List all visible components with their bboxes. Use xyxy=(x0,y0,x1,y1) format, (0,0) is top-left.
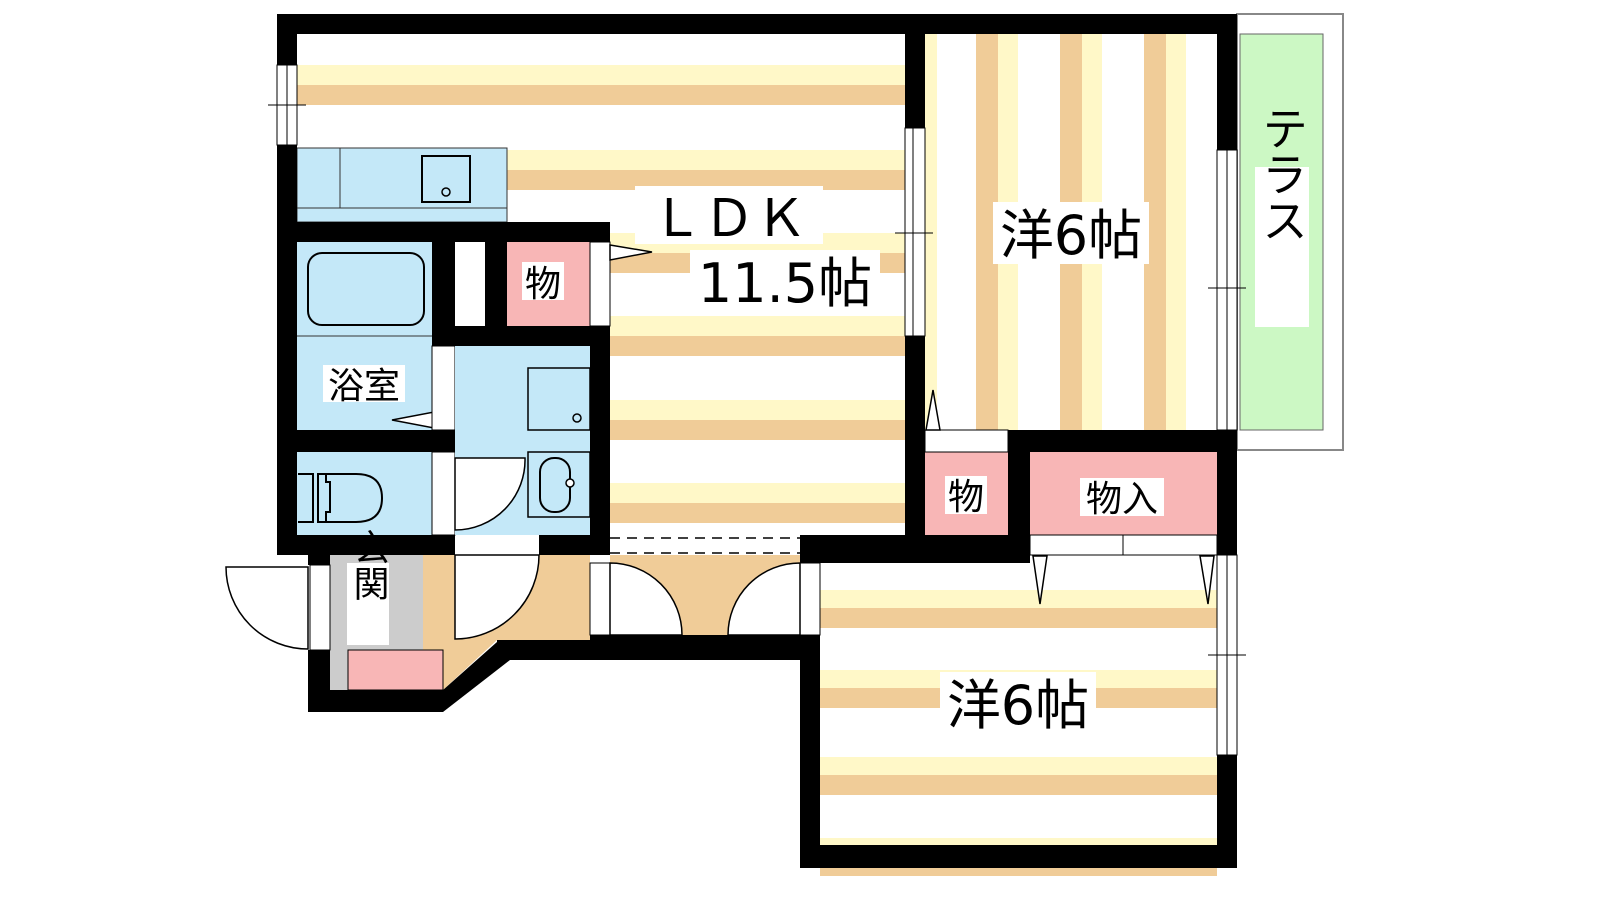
shoe-box xyxy=(347,649,444,691)
bathtub-icon xyxy=(307,252,425,326)
kitchen-counter xyxy=(296,147,508,223)
storage-1-label: 物 xyxy=(525,264,561,305)
door-swing-icon xyxy=(454,457,526,531)
entrance-label: 玄関 xyxy=(348,529,389,601)
floor-stripe xyxy=(820,775,1217,795)
door-swing-icon xyxy=(454,554,540,640)
floor-stripe xyxy=(1166,34,1186,430)
toilet-icon xyxy=(298,473,384,523)
floor-stripe xyxy=(925,34,937,430)
western-room-1-label: 洋6帖 xyxy=(1000,204,1142,267)
floor-stripe xyxy=(297,85,905,105)
western-room-1-floor xyxy=(925,34,1186,430)
floor-stripe xyxy=(976,34,998,430)
door-swing-icon xyxy=(727,562,801,636)
floor-stripe xyxy=(820,608,1217,628)
storage-2-label: 物 xyxy=(948,477,984,518)
floor-stripe xyxy=(297,65,905,85)
western-room-2-label: 洋6帖 xyxy=(947,674,1089,737)
front-door-icon[interactable] xyxy=(225,566,309,650)
ldk-name-label: ＬＤＫ xyxy=(651,189,807,249)
window xyxy=(904,127,926,337)
terrace-label: テラス xyxy=(1255,105,1309,243)
door-swing-icon xyxy=(609,562,683,636)
floor-stripe xyxy=(1144,34,1166,430)
floor-stripe xyxy=(820,590,1217,608)
closet-label: 物入 xyxy=(1086,479,1158,520)
ldk-size-label: 11.5帖 xyxy=(698,252,872,315)
bathroom-label: 浴室 xyxy=(328,366,400,407)
western-room-2-floor xyxy=(820,590,1217,876)
floor-stripe xyxy=(820,757,1217,775)
sink-icon xyxy=(421,155,471,203)
walls xyxy=(277,14,1237,868)
